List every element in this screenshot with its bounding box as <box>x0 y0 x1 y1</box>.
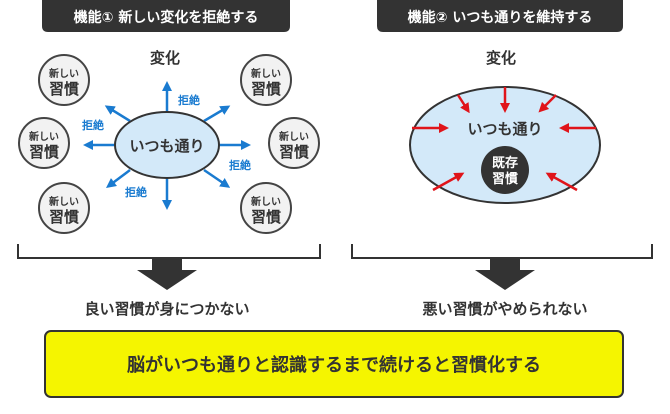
new-habit-circle <box>240 182 292 234</box>
new-habit-circle <box>268 117 320 169</box>
new-habit-label: 新しい <box>49 195 79 208</box>
conclusion-box <box>44 330 624 398</box>
right-header-box <box>377 0 623 32</box>
left-bracket <box>17 244 321 259</box>
right-bracket <box>351 244 653 259</box>
new-habit-label: 習慣 <box>49 208 79 226</box>
reject-label: 拒絶 <box>229 158 251 172</box>
right-change-label: 変化 <box>486 49 516 67</box>
new-habit-label: 習慣 <box>251 80 281 98</box>
left-usual-label: いつも通り <box>129 137 204 155</box>
existing-habit-line2: 習慣 <box>492 171 518 187</box>
existing-habit-circle <box>481 146 529 194</box>
existing-habit-line1: 既存 <box>492 155 518 171</box>
left-down-arrow <box>137 258 197 290</box>
new-habit-label: 習慣 <box>29 143 59 161</box>
reject-label: 拒絶 <box>178 93 200 107</box>
new-habit-label: 新しい <box>49 67 79 80</box>
left-result: 良い習慣が身につかない <box>84 300 249 318</box>
maintain-arrows <box>412 87 596 192</box>
new-habit-circle <box>240 54 292 106</box>
reject-label: 拒絶 <box>125 185 147 199</box>
right-result: 悪い習慣がやめられない <box>422 300 587 318</box>
reject-label: 拒絶 <box>82 118 104 132</box>
new-habit-label: 習慣 <box>279 143 309 161</box>
left-usual-ellipse <box>114 111 220 179</box>
left-header: 機能① 新しい変化を拒絶する <box>74 9 259 26</box>
new-habit-label: 新しい <box>29 130 59 143</box>
new-habit-circle <box>18 117 70 169</box>
right-usual-label: いつも通り <box>467 120 542 138</box>
new-habit-label: 習慣 <box>251 208 281 226</box>
new-habit-circle <box>38 54 90 106</box>
new-habit-label: 新しい <box>251 195 281 208</box>
new-habit-label: 新しい <box>251 67 281 80</box>
new-habit-circle <box>38 182 90 234</box>
new-habit-label: 習慣 <box>49 80 79 98</box>
reject-arrows <box>83 81 251 210</box>
left-header-box <box>42 0 290 32</box>
new-habit-label: 新しい <box>279 130 309 143</box>
conclusion-text: 脳がいつも通りと認識するまで続けると習慣化する <box>127 354 541 376</box>
right-down-arrow <box>475 258 535 290</box>
right-header: 機能② いつも通りを維持する <box>408 9 593 26</box>
left-change-label: 変化 <box>150 49 180 67</box>
